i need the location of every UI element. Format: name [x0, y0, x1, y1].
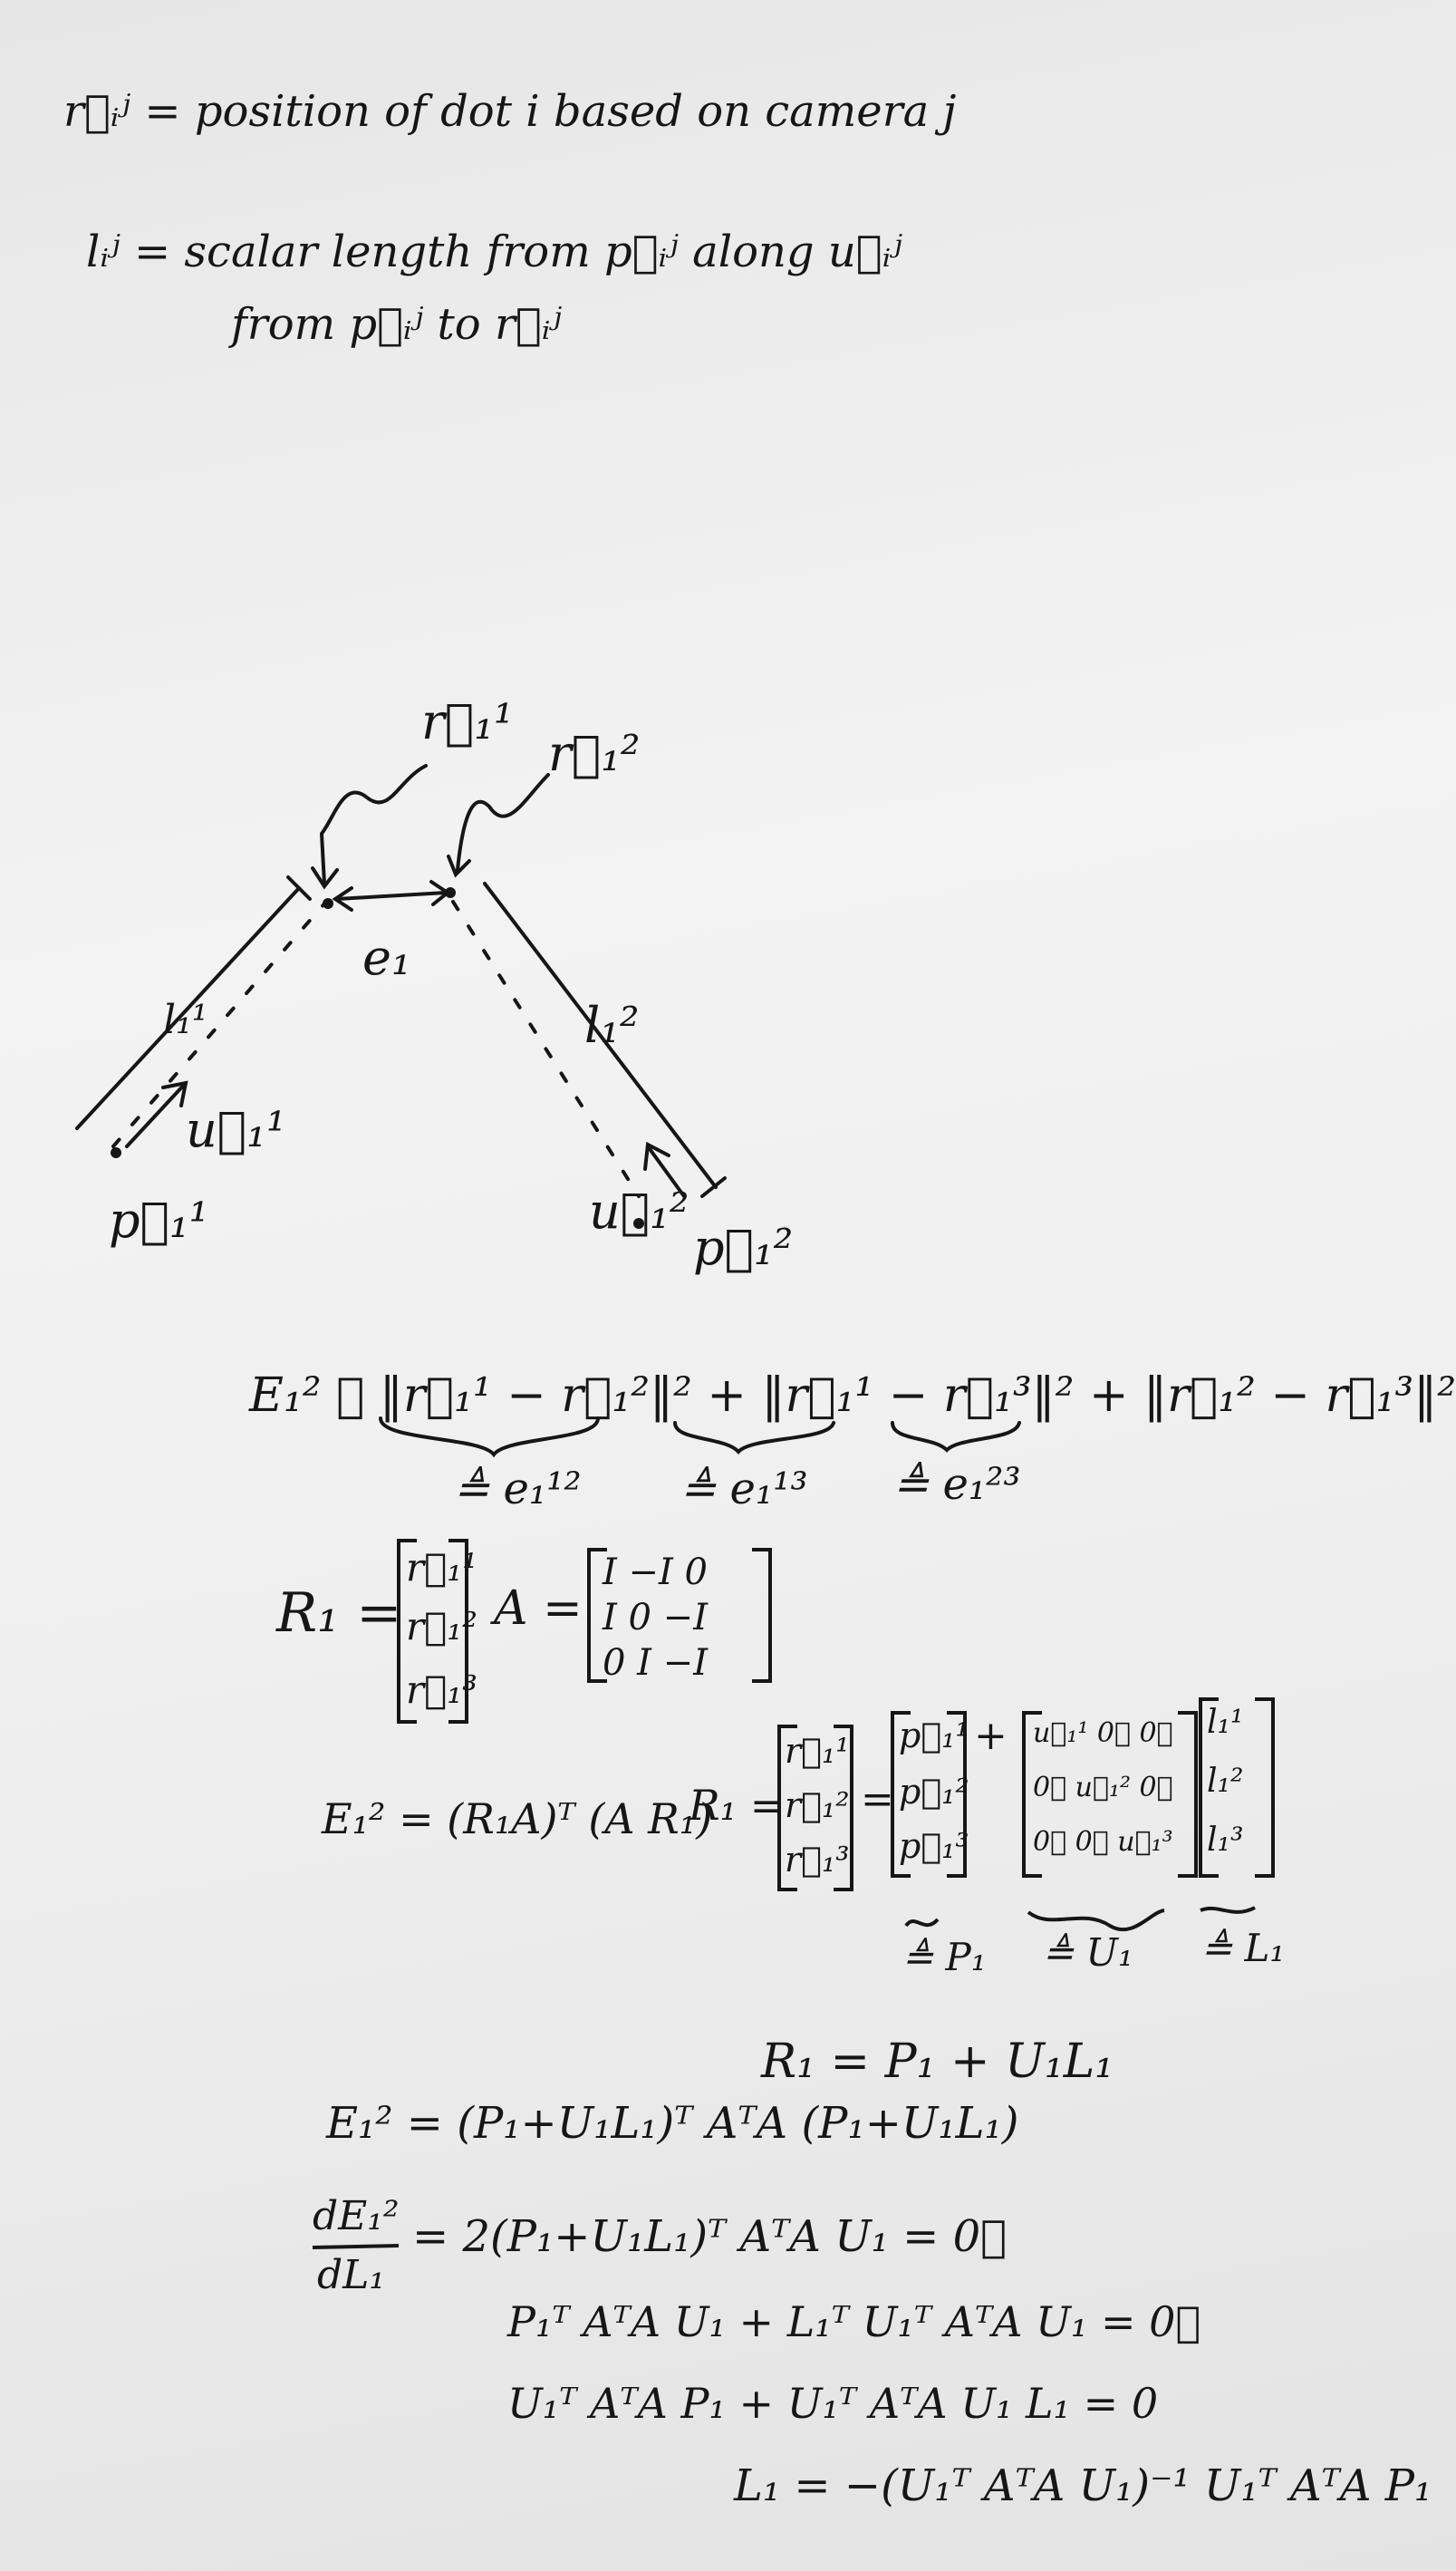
definition-r: r⃗ᵢʲ = position of dot i based on camera… — [63, 86, 957, 137]
U-row-2: 0⃗ u⃗₁² 0⃗ — [1033, 1772, 1173, 1803]
derivative-denominator: dL₁ — [317, 2252, 386, 2298]
e1-arrow — [335, 891, 448, 901]
R-sum-equation: R₁ = P₁ + U₁L₁ — [761, 2035, 1114, 2089]
derivation-step-2: U₁ᵀ AᵀA P₁ + U₁ᵀ AᵀA U₁ L₁ = 0 — [507, 2379, 1159, 2428]
left-u-arrow — [125, 1081, 188, 1148]
label-l11: l₁¹ — [163, 997, 208, 1043]
label-r11: r⃗₁¹ — [421, 693, 514, 750]
origin-p12 — [633, 1218, 644, 1229]
R1-entry-1: r⃗₁¹ — [785, 1731, 850, 1771]
left-ray-dashed — [111, 900, 328, 1148]
dot-r11 — [323, 898, 333, 909]
brace-e13: ≜ e₁¹³ — [680, 1464, 808, 1514]
energy-definition: E₁² ≜ ‖r⃗₁¹ − r⃗₁²‖² + ‖r⃗₁¹ − r⃗₁³‖² + … — [249, 1368, 1456, 1423]
def-P: ≜ P₁ — [902, 1935, 987, 1979]
right-r-pointer — [456, 773, 550, 872]
whiteboard: r⃗ᵢʲ = position of dot i based on camera… — [63, 86, 1456, 2511]
derivative-numerator: dE₁² — [313, 2193, 400, 2239]
definition-l-continued: from p⃗ᵢʲ to r⃗ᵢʲ — [231, 299, 563, 350]
P-entry-2: p⃗₁² — [899, 1772, 969, 1812]
label-u11: u⃗₁¹ — [186, 1101, 286, 1158]
brace-e23: ≜ e₁²³ — [892, 1459, 1021, 1510]
L-entry-1: l₁¹ — [1207, 1704, 1244, 1741]
brace-e12: ≜ e₁¹² — [453, 1464, 582, 1514]
R1-equals: R₁ = — [689, 1781, 786, 1830]
label-p11: p⃗₁¹ — [109, 1192, 209, 1249]
U-row-3: 0⃗ 0⃗ u⃗₁³ — [1033, 1826, 1173, 1858]
A-row-1: I −I 0 — [603, 1551, 708, 1593]
matrix-brackets — [397, 1539, 1275, 1932]
fraction-bar — [312, 2244, 400, 2249]
R1-entry-3: r⃗₁³ — [785, 1840, 850, 1880]
R-label: R₁ = — [276, 1581, 402, 1645]
label-e1: e₁ — [362, 929, 411, 986]
R1-entry-2: r⃗₁² — [785, 1785, 850, 1825]
R-entry-3: r⃗₁³ — [406, 1667, 477, 1712]
left-r-pointer — [319, 764, 428, 885]
A-row-3: 0 I −I — [603, 1642, 708, 1684]
label-p12: p⃗₁² — [693, 1219, 794, 1276]
label-l12: l₁² — [584, 997, 640, 1054]
L-entry-3: l₁³ — [1207, 1822, 1244, 1859]
R-entry-2: r⃗₁² — [406, 1604, 477, 1648]
A-row-2: I 0 −I — [603, 1597, 708, 1638]
origin-p11 — [111, 1147, 121, 1158]
label-r12: r⃗₁² — [548, 725, 641, 782]
derivation-step-1: P₁ᵀ AᵀA U₁ + L₁ᵀ U₁ᵀ AᵀA U₁ = 0⃗ — [507, 2297, 1201, 2346]
def-U: ≜ U₁ — [1042, 1930, 1133, 1975]
energy-underbraces — [379, 1416, 1021, 1458]
label-u12: u⃗₁² — [589, 1183, 689, 1240]
plus-sign: + — [974, 1713, 1008, 1759]
A-label: A = — [494, 1581, 583, 1636]
energy-matrix-form: E₁² = (R₁A)ᵀ (A R₁) — [322, 1794, 713, 1843]
dot-r12 — [445, 887, 456, 898]
right-u-arrow — [646, 1145, 686, 1198]
R-entry-1: r⃗₁¹ — [406, 1545, 477, 1590]
P-entry-1: p⃗₁¹ — [899, 1716, 969, 1755]
derivative-equation: = 2(P₁+U₁L₁)ᵀ AᵀA U₁ = 0⃗ — [412, 2211, 1007, 2262]
camera-ray-diagram — [75, 764, 727, 1229]
U-row-1: u⃗₁¹ 0⃗ 0⃗ — [1033, 1717, 1173, 1749]
equals-sign: = — [861, 1776, 894, 1822]
P-entry-3: p⃗₁³ — [899, 1826, 969, 1866]
L-entry-2: l₁² — [1207, 1763, 1244, 1800]
solution-equation: L₁ = −(U₁ᵀ AᵀA U₁)⁻¹ U₁ᵀ AᵀA P₁ — [734, 2460, 1432, 2511]
energy-expanded: E₁² = (P₁+U₁L₁)ᵀ AᵀA (P₁+U₁L₁) — [326, 2098, 1019, 2149]
right-ray-dashed — [451, 900, 641, 1198]
definition-l: lᵢʲ = scalar length from p⃗ᵢʲ along u⃗ᵢʲ — [86, 227, 902, 277]
right-ray-line — [483, 882, 718, 1189]
def-L: ≜ L₁ — [1200, 1926, 1286, 1970]
left-ray-line — [75, 886, 301, 1130]
